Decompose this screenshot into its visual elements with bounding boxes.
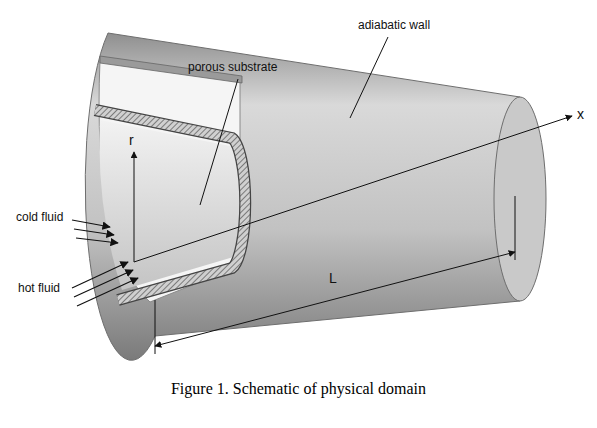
dimension-line — [155, 252, 515, 346]
flow-label: cold fluid — [16, 210, 63, 224]
axis-label: r — [129, 132, 134, 148]
porous-tube-band — [95, 110, 245, 300]
leader-line — [200, 79, 238, 205]
inner-core — [99, 120, 242, 290]
figure-caption: Figure 1. Schematic of physical domain — [0, 380, 597, 398]
porous-tube-outline — [95, 110, 245, 300]
extension-line — [515, 196, 516, 260]
axis-label: x — [577, 106, 584, 122]
x-axis — [134, 116, 572, 262]
dimension-label: L — [329, 270, 337, 286]
outer-cylinder — [85, 33, 520, 360]
part-label: adiabatic wall — [358, 18, 430, 32]
part-label: porous substrate — [188, 60, 277, 74]
cold-flow-arrows — [72, 220, 118, 243]
flow-label: hot fluid — [18, 281, 60, 295]
leader-line — [350, 37, 388, 118]
r-axis — [134, 152, 135, 262]
hot-flow-arrows — [72, 262, 138, 306]
